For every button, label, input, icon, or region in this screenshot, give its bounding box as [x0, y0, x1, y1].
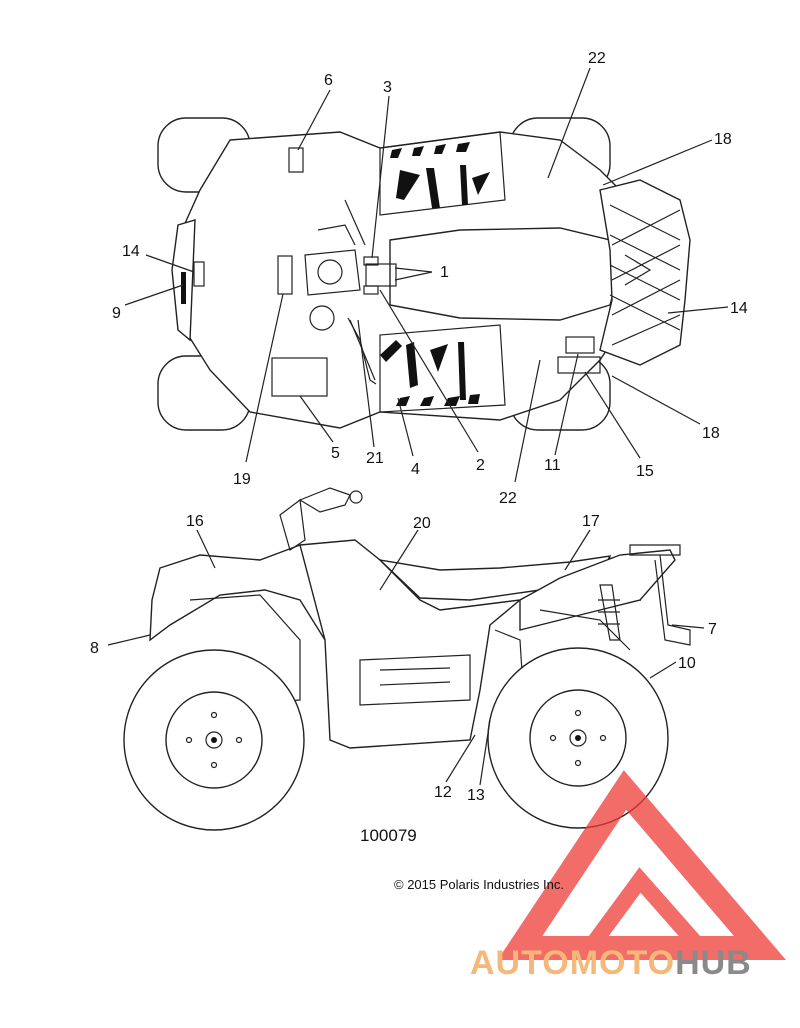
- top-handlebar-area: [304, 199, 377, 385]
- callout-16: 16: [186, 513, 204, 530]
- watermark-text-automoto: AUTOMOTO: [470, 944, 676, 982]
- top-view-atv: [157, 117, 691, 431]
- diagram-id-label: 100079: [360, 826, 417, 845]
- top-decal-6: [288, 147, 304, 173]
- callout-22-bottom: 22: [499, 490, 517, 507]
- callout-18-bottom: 18: [702, 425, 720, 442]
- callout-22-top: 22: [588, 50, 606, 67]
- top-decal-19: [277, 255, 293, 295]
- side-view-atv: [123, 487, 691, 831]
- callout-4: 4: [411, 461, 420, 478]
- callout-20: 20: [413, 515, 431, 532]
- side-front-fender: [149, 544, 326, 642]
- callout-numbers: 1 2 3 4 5 6 7 8 9 10 11 12 13 14 14 15 1…: [90, 50, 748, 804]
- callout-1: 1: [440, 264, 449, 281]
- top-decal-11: [565, 336, 595, 354]
- callout-3: 3: [383, 79, 392, 96]
- callout-12: 12: [434, 784, 452, 801]
- top-left-footwell-graphic: [379, 131, 506, 216]
- top-decal-14-front: [193, 261, 205, 287]
- watermark-logo-triangle: [497, 770, 787, 960]
- callout-14-rear: 14: [730, 300, 748, 317]
- callout-5: 5: [331, 445, 340, 462]
- callout-21: 21: [366, 450, 384, 467]
- callout-10: 10: [678, 655, 696, 672]
- top-decal-15: [557, 356, 601, 374]
- callout-17: 17: [582, 513, 600, 530]
- top-decal-1: [365, 263, 397, 287]
- top-rear-rack-lattice: [609, 204, 681, 346]
- callout-9: 9: [112, 305, 121, 322]
- callout-18-top: 18: [714, 131, 732, 148]
- side-front-wheel: [123, 649, 305, 831]
- top-front-light: [181, 272, 186, 304]
- callout-6: 6: [324, 72, 333, 89]
- watermark-text-hub: HUB: [675, 944, 752, 982]
- callout-11: 11: [544, 457, 561, 474]
- callout-13: 13: [467, 787, 485, 804]
- callout-15: 15: [636, 463, 654, 480]
- leader-lines: [107, 67, 729, 786]
- callout-7: 7: [708, 621, 717, 638]
- side-handlebar: [279, 487, 363, 551]
- callout-2: 2: [476, 457, 485, 474]
- top-decal-5: [271, 357, 328, 397]
- callout-14-front: 14: [122, 243, 140, 260]
- copyright-notice: © 2015 Polaris Industries Inc.: [394, 877, 564, 892]
- top-decal-3: [363, 256, 379, 266]
- callout-19: 19: [233, 471, 251, 488]
- callout-8: 8: [90, 640, 99, 657]
- watermark-text: AUTOMOTOHUB: [470, 944, 752, 983]
- top-right-footwell-graphic: [379, 324, 506, 413]
